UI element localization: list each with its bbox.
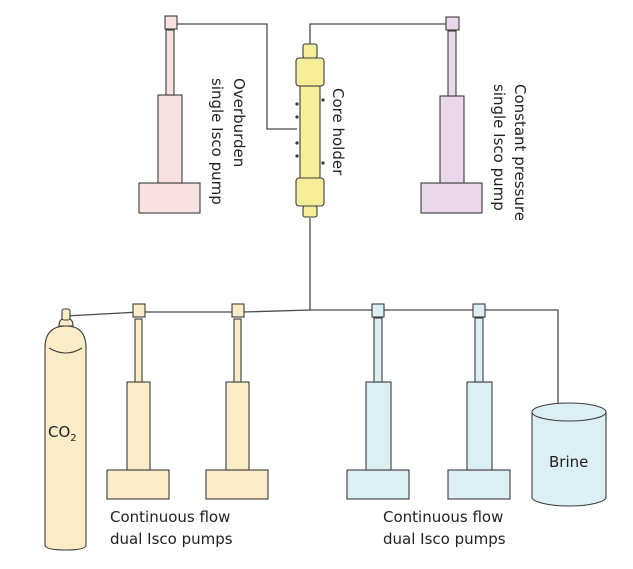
- brine-container-top: [531, 402, 607, 422]
- overburden-pump-valve: [164, 15, 178, 30]
- core-holder-bottom-cap: [295, 177, 325, 207]
- left-pump-2-valve: [231, 303, 245, 318]
- co2-label: CO2: [48, 423, 77, 444]
- left-pump-2: [205, 303, 269, 500]
- overburden-label-line2: single Isco pump: [208, 78, 226, 205]
- right-pump-1-valve: [371, 303, 385, 318]
- right-pumps-label-line1: Continuous flow: [383, 508, 503, 526]
- core-holder-top-cap: [295, 57, 325, 87]
- left-pump-1-base: [106, 469, 170, 500]
- co2-cylinder-body: [44, 325, 87, 551]
- right-pump-2-base: [447, 469, 511, 500]
- co2-label-subscript: 2: [70, 433, 76, 444]
- right-pump-2-rod: [474, 317, 484, 383]
- brine-container: [531, 402, 607, 507]
- co2-cylinder: [44, 308, 87, 551]
- right-pump-1-base: [346, 469, 410, 500]
- right-pump-1-rod: [373, 317, 383, 383]
- core-holder-body: [299, 85, 321, 181]
- core-holder: [295, 43, 325, 218]
- coreholder-to-constant-pump-line: [309, 23, 446, 48]
- overburden-to-coreholder-line: [176, 23, 297, 130]
- right-pumps-label-line2: dual Isco pumps: [383, 530, 506, 548]
- constant-pressure-label-line2: single Isco pump: [490, 84, 508, 211]
- left-pump-1: [106, 303, 170, 500]
- constant-pump-valve: [445, 16, 460, 31]
- manifold-line: [65, 309, 559, 405]
- constant-pump-barrel: [439, 95, 465, 184]
- left-pumps-label-line1: Continuous flow: [110, 508, 230, 526]
- left-pump-1-valve: [132, 303, 146, 318]
- core-holder-top-nipple: [302, 43, 318, 59]
- left-pump-1-barrel: [126, 381, 151, 471]
- brine-container-body: [531, 412, 607, 507]
- right-pump-2-barrel: [466, 381, 493, 471]
- co2-label-main: CO: [48, 423, 70, 441]
- constant-pressure-label-line1: Constant pressure: [511, 84, 529, 221]
- core-holder-bottom-nipple: [302, 205, 318, 218]
- brine-label: Brine: [549, 453, 588, 471]
- right-pump-2-valve: [472, 303, 486, 318]
- co2-cylinder-valve: [61, 308, 71, 321]
- overburden-pump-rod: [165, 29, 175, 96]
- constant-pressure-pump: [420, 16, 483, 214]
- co2-cylinder-shoulder: [48, 347, 83, 354]
- right-pump-1-barrel: [365, 381, 392, 471]
- constant-pump-rod: [447, 30, 457, 97]
- constant-pump-base: [420, 182, 483, 214]
- core-holder-label: Core holder: [329, 88, 347, 176]
- left-pump-2-barrel: [225, 381, 250, 471]
- core-holder-ports: [295, 98, 325, 165]
- left-pumps-label-line2: dual Isco pumps: [110, 530, 233, 548]
- right-pump-2: [447, 303, 511, 500]
- overburden-pump-barrel: [157, 94, 183, 184]
- tubing-lines: [65, 23, 559, 405]
- overburden-pump: [138, 15, 201, 214]
- right-pump-1: [346, 303, 410, 500]
- left-pump-2-rod: [233, 318, 242, 383]
- left-pump-2-base: [205, 469, 269, 500]
- overburden-pump-base: [138, 182, 201, 214]
- overburden-label-line1: Overburden: [230, 78, 248, 167]
- left-pump-1-rod: [134, 318, 143, 383]
